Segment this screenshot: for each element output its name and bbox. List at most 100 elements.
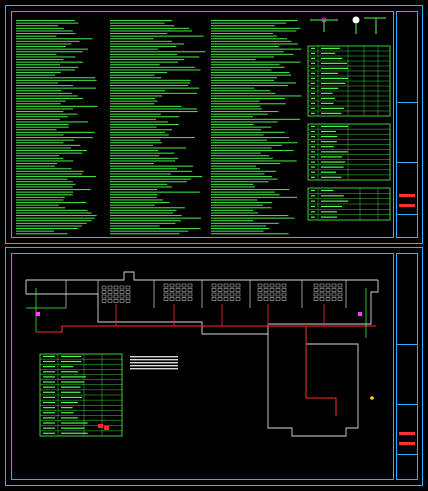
plumbing-fixture [229,283,235,288]
plumbing-fixture [337,292,343,297]
note-text-line [110,82,190,84]
table-cell-text [311,125,315,127]
plumbing-fixture [313,297,319,301]
plumbing-fixture [107,299,113,303]
plumbing-fixture [181,292,187,297]
note-text-line [110,51,206,53]
note-text-line [16,152,83,154]
plumbing-fixture [257,292,263,297]
note-text-line [211,33,273,35]
note-text-line [16,191,74,193]
table-cell-text [311,146,315,148]
plumbing-fixture [101,299,107,303]
note-text-line [110,196,157,198]
plumbing-fixture [235,288,241,292]
note-text-line [211,163,281,165]
plumbing-fixture [113,294,119,299]
legend-swatch [104,426,109,430]
note-text-line [110,191,200,193]
note-text-line [16,233,68,235]
note-text-line [211,35,277,37]
title-block [396,11,418,238]
note-text-line [110,160,176,162]
note-text-line [110,209,177,211]
plumbing-fixture [325,297,331,301]
plumbing-fixture [263,292,269,297]
note-text-line [211,77,278,79]
plumbing-fixture [281,292,287,297]
table-cell-text [43,355,55,357]
plumbing-fixture [275,283,281,288]
note-text-line [16,69,75,71]
note-text-line [16,178,68,180]
note-text-line [110,194,158,196]
note-text-line [16,150,88,152]
title-block-divider [397,102,417,103]
note-text-line [16,64,60,66]
note-text-line [211,90,271,92]
note-text-line [16,163,57,165]
plumbing-fixture [331,292,337,297]
plumbing-fixture [263,288,269,292]
note-text-line [16,173,83,175]
note-text-line [211,56,274,58]
plumbing-fixture [187,292,193,297]
plumbing-fixture [169,283,175,288]
note-text-line [211,22,286,24]
note-text-line [16,207,66,209]
note-text-line [110,139,161,141]
note-text-line [16,196,65,198]
branch-pipe [305,326,337,416]
table-cell-text [61,396,82,398]
plumbing-fixture [119,299,125,303]
table-cell-text [311,211,315,213]
note-text-line [211,170,277,172]
plumbing-fixture [281,283,287,288]
note-text-line [16,74,56,76]
plumbing-fixture [181,288,187,292]
table-cell-text [311,87,315,89]
note-text-line [211,176,273,178]
table-cell-text [311,166,315,168]
note-text-line [211,103,286,105]
table-cell-text [321,67,349,69]
plumbing-fixture [175,283,181,288]
table-cell-text [43,391,55,393]
note-text-line [16,103,61,105]
plumbing-fixture [169,297,175,301]
note-text-line [110,61,178,63]
note-text-line [110,181,187,183]
table-cell-text [321,102,334,104]
plumbing-fixture [223,297,229,301]
note-text-line [211,204,264,206]
table-cell-text [311,195,315,197]
note-text-line [211,64,280,66]
note-text-line [110,157,179,159]
table-cell-text [321,216,338,218]
table-cell-text [61,376,86,378]
table-cell-text [61,417,78,419]
plumbing-fixture [325,288,331,292]
title-block-divider [397,214,417,215]
note-text-line [16,139,75,141]
note-text-line [110,202,170,204]
plumbing-fixture [325,292,331,297]
note-text-line [110,95,163,97]
legend-swatch [98,424,103,428]
note-text-line [211,79,275,81]
table-cell-text [311,82,315,84]
note-text-line [110,124,179,126]
note-text-line [211,222,279,224]
note-text-line [110,113,161,115]
note-text-line [211,118,300,120]
note-text-line [211,46,280,48]
plumbing-fixture [119,294,125,299]
plumbing-fixture [211,283,217,288]
note-text-line [110,98,156,100]
plumbing-fixture [211,288,217,292]
note-text-line [211,191,275,193]
table-cell-text [61,366,74,368]
note-text-line [211,105,261,107]
note-text-line [211,220,254,222]
note-text-line [211,160,297,162]
